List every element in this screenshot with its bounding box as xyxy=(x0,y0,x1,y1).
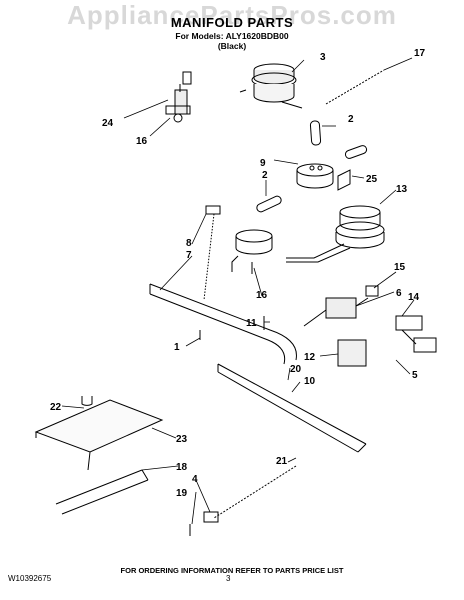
callout-6: 6 xyxy=(396,288,402,299)
callout-19: 19 xyxy=(176,488,188,499)
burner-part-16 xyxy=(231,229,273,274)
callout-7: 7 xyxy=(186,250,192,261)
heat-shield-part-23 xyxy=(34,396,164,471)
rail-part-10 xyxy=(217,363,367,453)
burner-part-13 xyxy=(286,205,385,263)
manifold-pipe-part-7 xyxy=(149,283,297,361)
junction-block-part-12 xyxy=(337,339,367,367)
color-line: (Black) xyxy=(217,41,247,51)
callout-24: 24 xyxy=(102,118,114,129)
callout-14: 14 xyxy=(408,292,420,303)
callout-15: 15 xyxy=(394,262,406,273)
valve-part-14 xyxy=(395,315,437,353)
ordering-info-footer: FOR ORDERING INFORMATION REFER TO PARTS … xyxy=(120,566,344,575)
callout-17: 17 xyxy=(414,48,426,59)
wire-part-17 xyxy=(325,69,385,105)
callout-22: 22 xyxy=(50,402,62,413)
burner-tube-part-18 xyxy=(55,469,149,515)
page-number: 3 xyxy=(226,574,231,583)
tube-part-2c xyxy=(256,195,282,213)
clip-part-4 xyxy=(203,511,219,523)
callout-25: 25 xyxy=(366,174,378,185)
callout-16a: 16 xyxy=(136,136,148,147)
connector-part-8 xyxy=(205,205,221,215)
page-title: MANIFOLD PARTS xyxy=(170,15,294,30)
callout-21: 21 xyxy=(276,456,288,467)
callout-3: 3 xyxy=(320,52,326,63)
bracket-part-25 xyxy=(337,169,351,191)
callout-8: 8 xyxy=(186,238,192,249)
top-burner-part-3 xyxy=(239,63,303,109)
callout-20: 20 xyxy=(290,364,302,375)
callout-16b: 16 xyxy=(256,290,268,301)
leader-lines xyxy=(61,57,415,525)
document-number: W10392675 xyxy=(8,574,52,583)
callout-11: 11 xyxy=(246,318,257,329)
callout-1: 1 xyxy=(174,342,180,353)
callout-10: 10 xyxy=(304,376,316,387)
callout-5: 5 xyxy=(412,370,418,381)
callout-12: 12 xyxy=(304,352,316,363)
callout-13: 13 xyxy=(396,184,408,195)
callout-23: 23 xyxy=(176,434,188,445)
callout-9: 9 xyxy=(260,158,266,169)
models-line: For Models: ALY1620BDB00 xyxy=(175,31,289,41)
watermark-text: AppliancePartsPros.com xyxy=(67,0,397,30)
igniter-part-24 xyxy=(165,71,192,123)
callout-4: 4 xyxy=(192,474,198,485)
burner-head-part-9 xyxy=(296,163,334,189)
valve-part-6 xyxy=(303,285,379,327)
callout-18: 18 xyxy=(176,462,188,473)
tube-part-2a xyxy=(309,120,322,146)
tube-part-2b xyxy=(344,145,368,159)
callout-2a: 2 xyxy=(348,114,354,125)
callout-numbers: 1 2 2 3 4 5 6 7 8 9 10 11 12 13 14 15 16… xyxy=(50,48,426,499)
wire-part-21 xyxy=(213,465,297,519)
callout-2b: 2 xyxy=(262,170,268,181)
